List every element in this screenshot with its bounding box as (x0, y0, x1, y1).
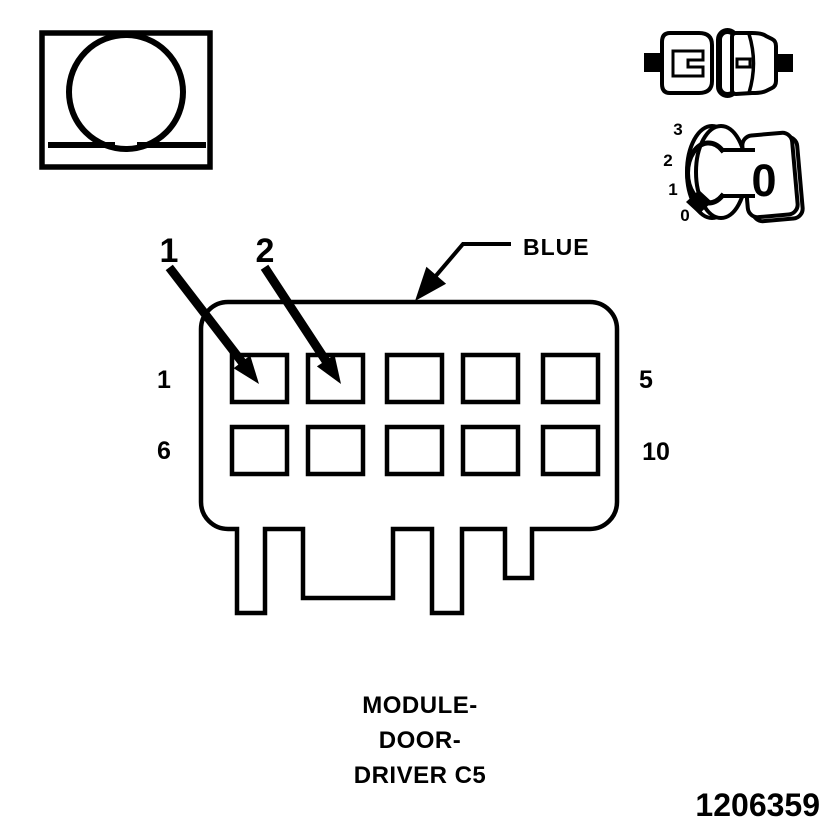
dial-scale-label-2: 2 (663, 151, 673, 170)
door-module-connector (198, 299, 620, 616)
pin-row-label-top-right: 5 (639, 366, 653, 394)
pin-cavity-6 (229, 424, 290, 477)
omega-resistance-icon (39, 30, 213, 170)
female-connector-edge (746, 31, 756, 96)
left-wire (644, 53, 662, 72)
pin-cavity-8 (384, 424, 445, 477)
pin-cavity-9 (460, 424, 521, 477)
dial-selected-value: 0 (751, 154, 777, 206)
dial-scale-label-0: 0 (680, 206, 690, 225)
caption-line-3: DRIVER C5 (353, 762, 487, 789)
callout-label-2: 2 (255, 232, 275, 270)
blue-leader-arrowhead (415, 266, 447, 301)
pin-cavity-4 (460, 352, 521, 405)
pin-cavity-5 (540, 352, 601, 405)
dial-plate-notch (740, 152, 752, 195)
callout-arrows (165, 242, 511, 384)
omega-circle (66, 32, 186, 152)
dial-scale-label-3: 3 (673, 120, 683, 139)
blue-leader-line (431, 242, 511, 281)
dial-icon (685, 124, 805, 224)
pin-cavity-7 (305, 424, 366, 477)
callout-label-1: 1 (159, 232, 179, 270)
pin-row-label-top-left: 1 (157, 366, 171, 394)
connector-color-label: BLUE (523, 234, 590, 260)
pin-cavity-3 (384, 352, 445, 405)
connector-pair-icon (644, 28, 793, 98)
right-wire (776, 54, 793, 72)
pin-row-label-bottom-right: 10 (642, 438, 670, 466)
figure-caption: MODULE- DOOR- DRIVER C5 (299, 688, 541, 793)
callout-2-arrowhead (316, 354, 341, 384)
female-lock-slot (735, 57, 752, 69)
caption-line-2: DOOR- (378, 727, 462, 754)
pin-row-label-bottom-left: 6 (157, 437, 171, 465)
callout-2-arrow-line (260, 264, 333, 368)
callout-1-arrowhead (233, 355, 259, 384)
caption-line-1: MODULE- (362, 692, 478, 719)
pin-cavity-10 (540, 424, 601, 477)
figure-number: 1206359 (695, 787, 820, 823)
callout-1-arrow-line (165, 264, 249, 369)
male-terminal-cavity (671, 49, 705, 78)
dial-scale-label-1: 1 (668, 180, 678, 199)
dial-pointer-marker (686, 190, 712, 214)
